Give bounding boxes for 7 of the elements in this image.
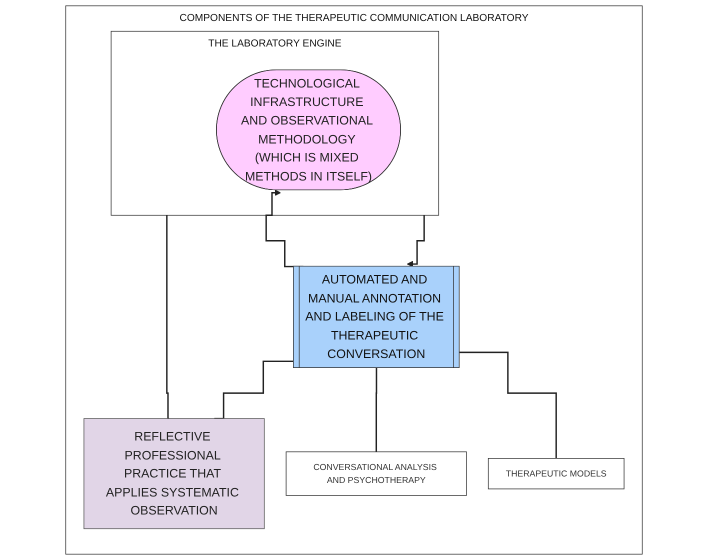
connector <box>166 214 170 420</box>
arrow <box>406 214 425 268</box>
connector <box>460 352 557 460</box>
node-box: THERAPEUTIC MODELS <box>488 458 624 490</box>
node-box: CONVERSATIONAL ANALYSIS AND PSYCHOTHERAPY <box>286 451 467 496</box>
node-box: REFLECTIVE PROFESSIONAL PRACTICE THAT APPLIES SYSTEMATIC OBSERVATION <box>84 418 265 530</box>
connector <box>376 367 378 453</box>
